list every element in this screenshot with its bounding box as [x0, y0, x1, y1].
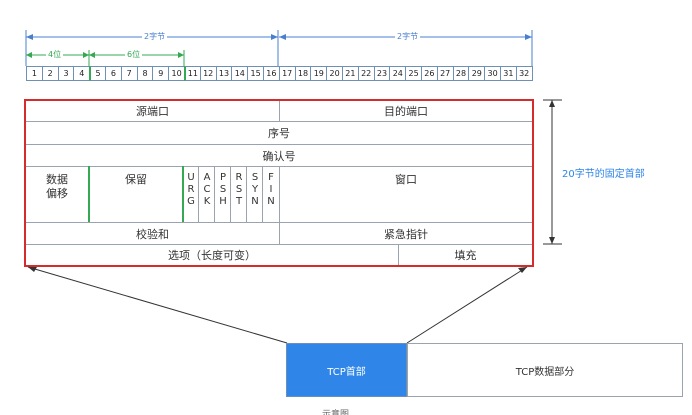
reserved-divider: [182, 166, 184, 222]
flag-letter: N: [251, 196, 259, 207]
urgent-pointer-field: 紧急指针: [384, 227, 428, 241]
ruler-dimension-lines: [25, 30, 533, 66]
flag-letter: Y: [251, 184, 259, 195]
row-divider: [26, 244, 532, 245]
bit-cell: 24: [389, 66, 407, 81]
row-divider: [26, 144, 532, 145]
window-field: 窗口: [395, 173, 417, 186]
right-span-label: 2字节: [395, 32, 421, 42]
flag-letter: T: [235, 196, 243, 207]
options-field: 选项（长度可变）: [168, 249, 256, 262]
col-divider: [398, 244, 399, 265]
flag-letter: S: [235, 184, 243, 195]
ack-field: 确认号: [262, 149, 296, 163]
seq-field: 序号: [268, 127, 290, 140]
flag-divider: [246, 166, 247, 222]
flag-divider: [262, 166, 263, 222]
flag-letter: N: [267, 196, 275, 207]
caption: 示意图: [322, 410, 350, 415]
bit-cell: 18: [294, 66, 312, 81]
bit-cell: 26: [421, 66, 438, 81]
reserved-field: 保留: [125, 173, 147, 186]
flag-letter: H: [219, 196, 227, 207]
flag-letter: G: [187, 196, 195, 207]
offset-span-label: 4位: [46, 50, 64, 60]
checksum-field: 校验和: [136, 227, 169, 241]
flag-letter: R: [187, 184, 195, 195]
fixed-header-bracket: [543, 99, 562, 245]
src-port-field: 源端口: [136, 105, 169, 118]
flag-letter: U: [187, 172, 195, 183]
flag-letter: A: [203, 172, 211, 183]
data-offset-field: 数据 偏移: [26, 167, 88, 207]
flag-letter: K: [203, 196, 211, 207]
tcp-header-frame: [24, 99, 534, 267]
flag-letter: F: [268, 172, 274, 183]
bit-cell: 4: [73, 66, 91, 81]
bit-cell: 19: [310, 66, 328, 81]
padding-field: 填充: [454, 249, 477, 262]
data-offset-line1: 数据: [46, 173, 68, 186]
flag-letter: S: [219, 184, 227, 195]
bit-cell: 7: [120, 66, 138, 81]
bit-cell: 15: [247, 66, 264, 81]
col-divider: [279, 101, 280, 121]
col-divider: [279, 166, 280, 244]
fixed-header-note: 20字节的固定首部: [562, 169, 645, 180]
row-divider: [26, 121, 532, 122]
tcp-header-block: TCP首部: [286, 343, 407, 397]
expansion-lines: [27, 266, 528, 344]
bit-cell: 25: [405, 66, 422, 81]
tcp-data-block: TCP数据部分: [407, 343, 683, 397]
flag-divider: [198, 166, 199, 222]
bit-cell: 32: [515, 66, 533, 81]
flag-letter: R: [235, 172, 243, 183]
flag-letter: P: [219, 172, 227, 183]
flag-letter: S: [251, 172, 259, 183]
offset-divider: [88, 166, 90, 222]
left-span-label: 2字节: [142, 32, 168, 42]
flag-divider: [230, 166, 231, 222]
dst-port-field: 目的端口: [384, 105, 428, 118]
flag-letter: I: [269, 184, 273, 195]
flag-divider: [214, 166, 215, 222]
reserved-span-label: 6位: [125, 50, 143, 60]
flag-letter: C: [203, 184, 211, 195]
data-offset-line2: 偏移: [46, 187, 68, 200]
